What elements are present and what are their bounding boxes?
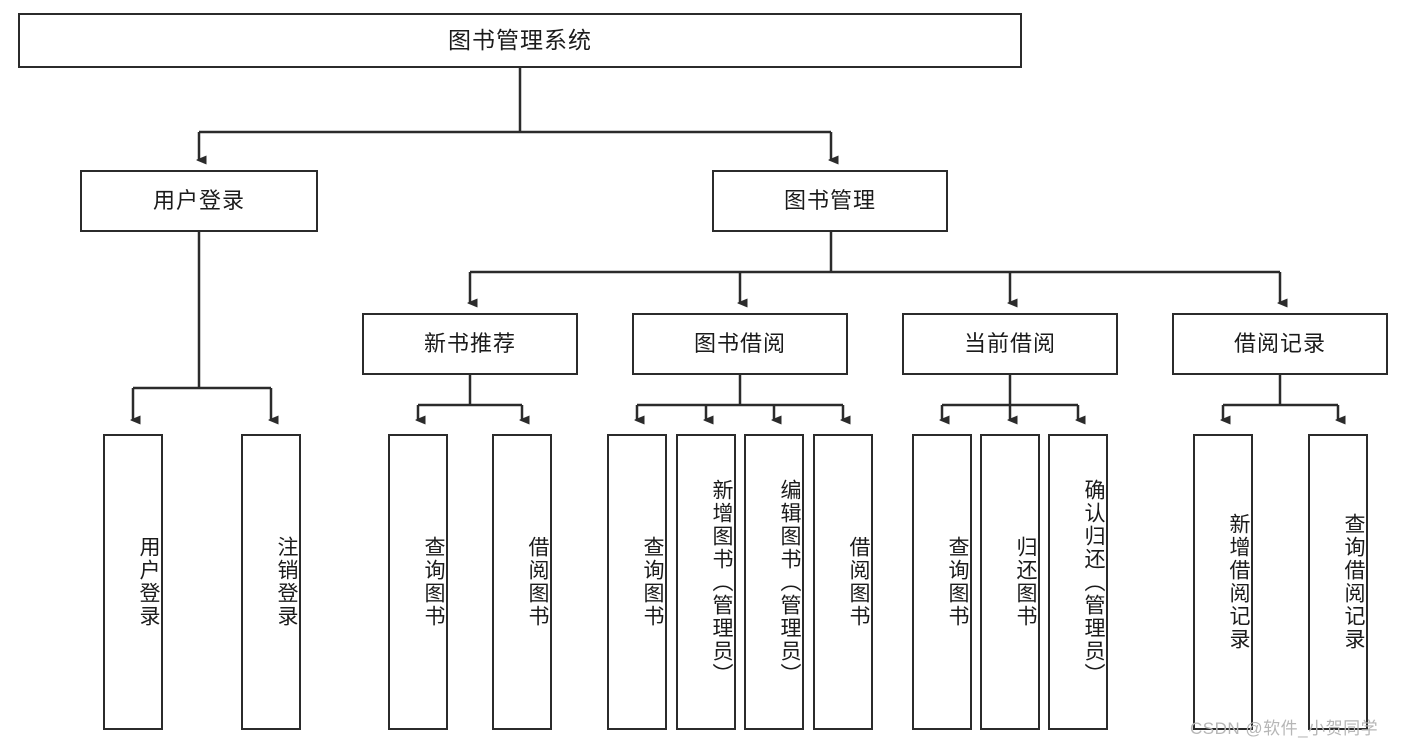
node-label: 图书管理系统 <box>448 27 592 54</box>
node-label: 借阅记录 <box>1233 331 1326 357</box>
leaf-borrow-record-add-record[interactable]: 新增借阅记录 <box>1193 434 1253 730</box>
node-label: 查询借阅记录 <box>1342 513 1365 651</box>
leaf-book-borrow-query-book[interactable]: 查询图书 <box>607 434 667 730</box>
node-label: 借阅图书 <box>847 536 870 628</box>
leaf-user-login-logout[interactable]: 注销登录 <box>241 434 301 730</box>
leaf-current-borrow-query-book[interactable]: 查询图书 <box>912 434 972 730</box>
node-book-borrow[interactable]: 图书借阅 <box>632 313 848 375</box>
leaf-borrow-record-query-record[interactable]: 查询借阅记录 <box>1308 434 1368 730</box>
node-label: 新增借阅记录 <box>1227 513 1250 651</box>
leaf-current-borrow-return-book[interactable]: 归还图书 <box>980 434 1040 730</box>
node-label: 图书管理 <box>783 188 876 214</box>
node-label: 新书推荐 <box>423 331 516 357</box>
node-label: 用户登录 <box>137 536 160 628</box>
node-label: 查询图书 <box>641 536 664 628</box>
leaf-user-login-login[interactable]: 用户登录 <box>103 434 163 730</box>
node-label: 注销登录 <box>275 536 298 628</box>
node-label: 确认归还（管理员） <box>1082 478 1105 686</box>
node-label: 归还图书 <box>1014 536 1037 628</box>
node-new-book-recommend[interactable]: 新书推荐 <box>362 313 578 375</box>
node-label: 图书借阅 <box>693 331 786 357</box>
node-borrow-record[interactable]: 借阅记录 <box>1172 313 1388 375</box>
leaf-book-borrow-borrow-book[interactable]: 借阅图书 <box>813 434 873 730</box>
watermark-text: CSDN @软件_小贺同学 <box>1190 719 1379 738</box>
node-label: 查询图书 <box>422 536 445 628</box>
leaf-new-book-borrow-book[interactable]: 借阅图书 <box>492 434 552 730</box>
leaf-current-borrow-confirm-return-admin[interactable]: 确认归还（管理员） <box>1048 434 1108 730</box>
leaf-new-book-query-book[interactable]: 查询图书 <box>388 434 448 730</box>
node-label: 用户登录 <box>152 188 245 214</box>
node-label: 借阅图书 <box>526 536 549 628</box>
node-book-management[interactable]: 图书管理 <box>712 170 948 232</box>
node-current-borrow[interactable]: 当前借阅 <box>902 313 1118 375</box>
node-root-book-management-system[interactable]: 图书管理系统 <box>18 13 1022 68</box>
leaf-book-borrow-edit-book-admin[interactable]: 编辑图书（管理员） <box>744 434 804 730</box>
node-label: 当前借阅 <box>963 331 1056 357</box>
leaf-book-borrow-add-book-admin[interactable]: 新增图书（管理员） <box>676 434 736 730</box>
node-label: 编辑图书（管理员） <box>778 478 801 686</box>
csdn-watermark: CSDN @软件_小贺同学 <box>1190 714 1378 739</box>
node-label: 查询图书 <box>946 536 969 628</box>
node-user-login[interactable]: 用户登录 <box>80 170 318 232</box>
node-label: 新增图书（管理员） <box>710 478 733 686</box>
